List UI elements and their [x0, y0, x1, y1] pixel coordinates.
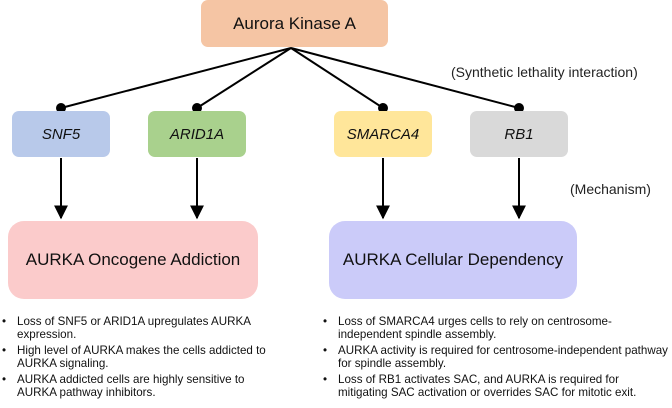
right-bullet-list: Loss of SMARCA4 urges cells to rely on c…: [321, 315, 671, 401]
mechanism-note: (Mechanism): [570, 181, 651, 197]
bullet-item: Loss of RB1 activates SAC, and AURKA is …: [321, 373, 671, 400]
node-cellular-dependency: AURKA Cellular Dependency: [329, 221, 577, 299]
link-arid1a: [196, 47, 292, 109]
node-snf5: SNF5: [12, 111, 110, 157]
link-endpoint: [192, 103, 202, 113]
bullet-item: Loss of SNF5 or ARID1A upregulates AURKA…: [0, 315, 268, 342]
bullet-item: High level of AURKA makes the cells addi…: [0, 344, 268, 371]
node-oncogene-addiction: AURKA Oncogene Addiction: [8, 221, 258, 299]
node-smarca4: SMARCA4: [334, 111, 432, 157]
link-endpoint: [514, 103, 524, 113]
bullet-item: AURKA activity is required for centrosom…: [321, 344, 671, 371]
link-snf5: [60, 47, 292, 109]
bullet-item: Loss of SMARCA4 urges cells to rely on c…: [321, 315, 671, 342]
node-aurora-kinase-a: Aurora Kinase A: [201, 0, 388, 47]
node-arid1a: ARID1A: [148, 111, 246, 157]
link-endpoint: [56, 103, 66, 113]
node-rb1: RB1: [470, 111, 568, 157]
link-rb1: [290, 47, 520, 109]
link-smarca4: [290, 47, 384, 109]
link-endpoint: [378, 103, 388, 113]
synthetic-lethality-note: (Synthetic lethality interaction): [451, 64, 638, 80]
bullet-item: AURKA addicted cells are highly sensitiv…: [0, 373, 268, 400]
left-bullet-list: Loss of SNF5 or ARID1A upregulates AURKA…: [0, 315, 268, 401]
